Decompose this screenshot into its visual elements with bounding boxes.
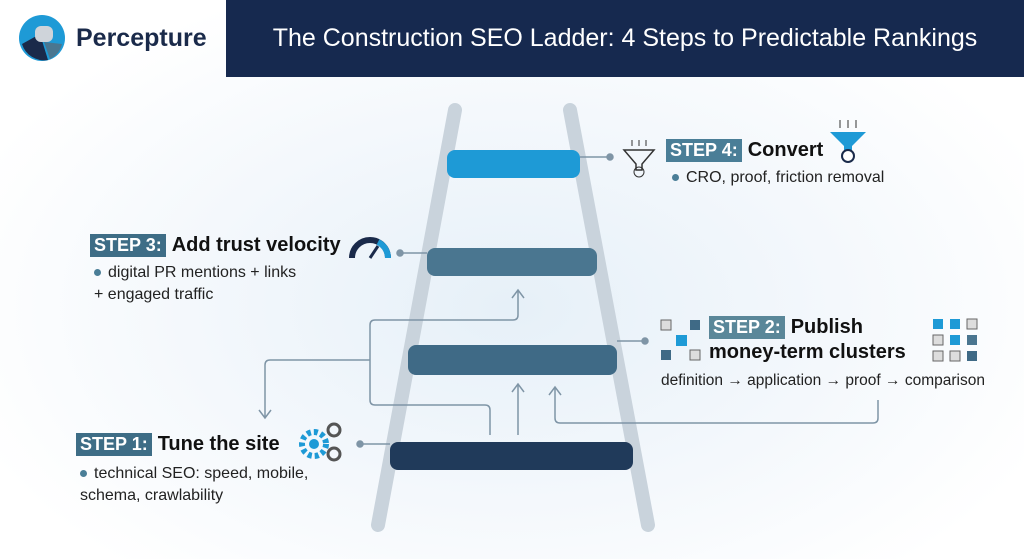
step-1-heading: STEP 1:Tune the site <box>76 433 280 456</box>
step-3-detail: digital PR mentions + links+ engaged tra… <box>94 264 297 303</box>
step-3-heading: STEP 3:Add trust velocity <box>90 234 341 257</box>
step-2-title: Publish <box>790 316 863 338</box>
step-4-heading: STEP 4:Convert <box>666 139 823 162</box>
network-grid-icon <box>932 318 978 362</box>
rung-step-3 <box>427 248 597 276</box>
funnel-dollar-icon <box>830 120 866 163</box>
gears-icon <box>299 422 342 462</box>
rung-step-2 <box>408 345 617 375</box>
step-2-detail: definition → application → proof → compa… <box>661 372 985 389</box>
step-1-detail: technical SEO: speed, mobile,schema, cra… <box>80 465 309 504</box>
step-4-badge: STEP 4: <box>666 139 742 162</box>
brand-logo: Percepture <box>18 14 207 62</box>
step-4-detail: CRO, proof, friction removal <box>672 167 884 189</box>
cluster-icon <box>660 319 701 361</box>
rung-step-4 <box>447 150 580 178</box>
step-3-badge: STEP 3: <box>90 234 166 257</box>
step-2-title-line2: money-term clusters <box>709 341 906 363</box>
step-1-badge: STEP 1: <box>76 433 152 456</box>
brand-name: Percepture <box>76 23 207 52</box>
step-2-heading: STEP 2:Publish money-term clusters <box>709 316 906 364</box>
step-1-title: Tune the site <box>157 433 280 455</box>
page-title: The Construction SEO Ladder: 4 Steps to … <box>226 0 1024 77</box>
rung-step-1 <box>390 442 633 470</box>
step-4-title: Convert <box>747 139 824 161</box>
step-2-badge: STEP 2: <box>709 316 785 339</box>
funnel-icon <box>622 140 656 178</box>
speedometer-icon <box>349 237 391 259</box>
step-3-title: Add trust velocity <box>171 234 341 256</box>
connectors <box>258 153 879 448</box>
percepture-logo-icon <box>19 15 65 61</box>
